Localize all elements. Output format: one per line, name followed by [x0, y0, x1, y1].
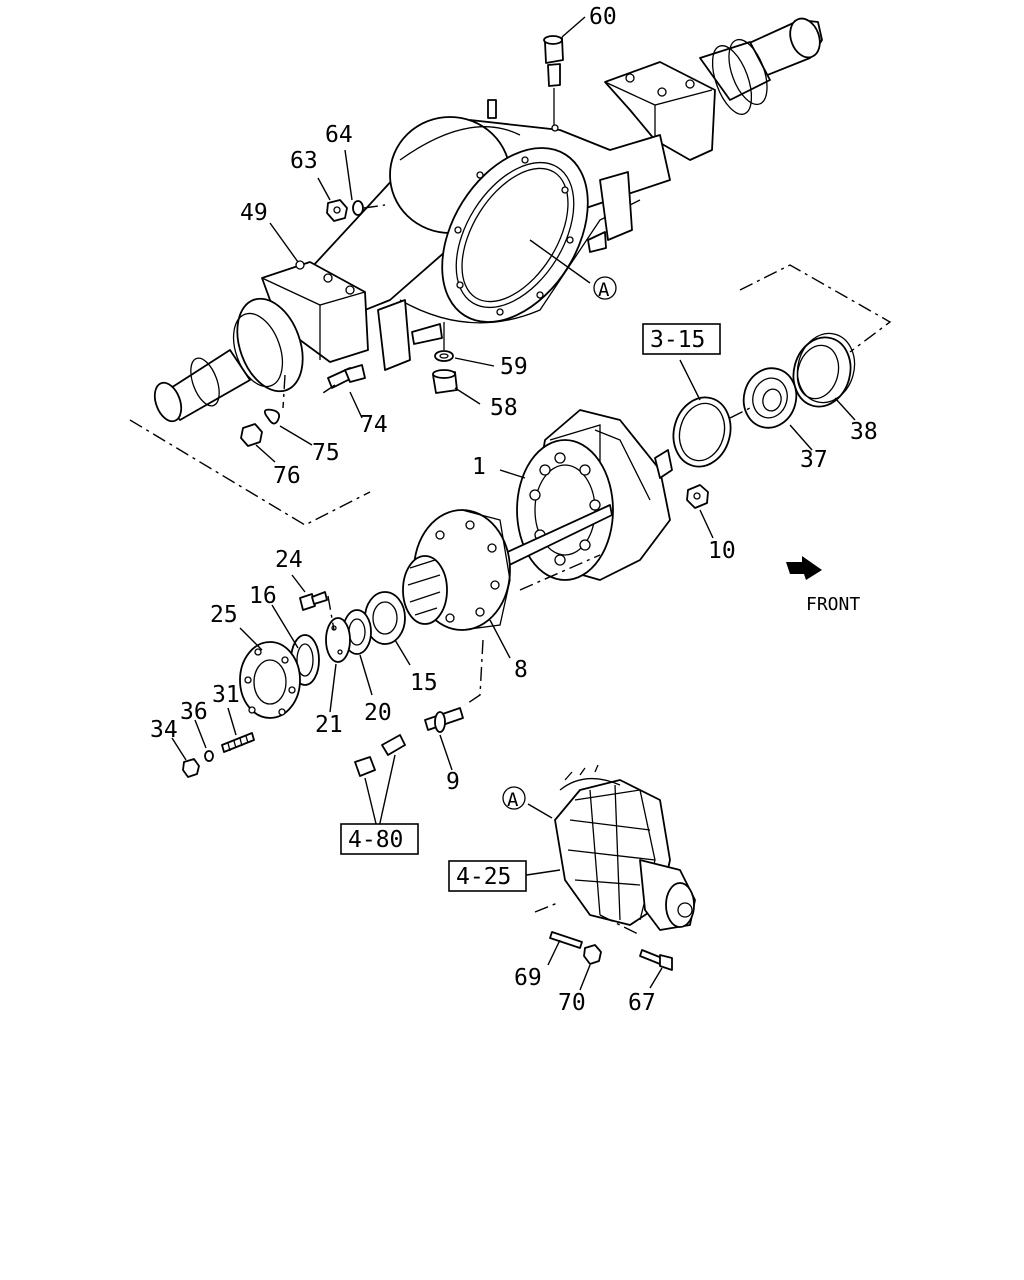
reference-a-circle-top	[593, 276, 617, 300]
callout-a-top: A	[598, 279, 610, 301]
nut-34	[182, 758, 200, 778]
front-arrow-icon	[786, 556, 822, 580]
callout-76: 76	[273, 463, 301, 489]
callout-37: 37	[800, 447, 828, 473]
callout-10: 10	[708, 538, 736, 564]
callout-49: 49	[240, 200, 268, 226]
reference-4-80-label: 4-80	[348, 827, 403, 853]
callout-1: 1	[472, 454, 486, 480]
reference-box-4-25: 4-25	[448, 860, 527, 892]
callout-24: 24	[275, 547, 303, 573]
callout-60: 60	[589, 4, 617, 30]
callout-20: 20	[364, 700, 392, 726]
reference-box-3-15: 3-15	[642, 323, 721, 355]
nut-70	[583, 944, 602, 965]
callout-21: 21	[315, 712, 343, 738]
callout-67: 67	[628, 990, 656, 1016]
washer-36	[204, 750, 214, 762]
reference-box-4-80: 4-80	[340, 823, 419, 855]
brake-drum-1	[516, 409, 673, 581]
front-label: FRONT	[806, 594, 860, 615]
callout-25: 25	[210, 602, 238, 628]
callout-a-bottom: A	[507, 789, 519, 811]
callout-labels: 60 64 63 49 A 59 58 74 75 76 1 10 37 38 …	[150, 4, 878, 1016]
callout-15: 15	[410, 670, 438, 696]
group-boundary-left	[129, 419, 371, 526]
callout-75: 75	[312, 440, 340, 466]
hub-bolt-9	[424, 639, 484, 733]
stud-31	[221, 732, 255, 753]
bearing-37	[742, 367, 798, 429]
callout-34: 34	[150, 717, 178, 743]
callout-8: 8	[514, 657, 528, 683]
bolt-67	[639, 949, 673, 971]
bolt-74	[319, 364, 366, 396]
wheel-nut-4-80	[354, 734, 406, 777]
snap-ring-75	[263, 374, 286, 425]
callout-16: 16	[249, 583, 277, 609]
oil-seal-38	[792, 332, 856, 408]
reference-3-15-label: 3-15	[650, 327, 705, 353]
callout-38: 38	[850, 419, 878, 445]
callout-36: 36	[180, 699, 208, 725]
breather-plug	[543, 35, 564, 125]
bolt-24	[299, 591, 335, 631]
reference-a-circle-bottom	[502, 786, 526, 810]
nut-76	[240, 423, 263, 447]
nut-10	[686, 484, 709, 509]
callout-59: 59	[500, 354, 528, 380]
differential-carrier	[554, 764, 696, 931]
axis-line-upper	[729, 407, 751, 419]
callout-9: 9	[446, 769, 460, 795]
callout-64: 64	[325, 122, 353, 148]
wheel-hub-8	[402, 509, 511, 631]
reference-4-25-label: 4-25	[456, 864, 511, 890]
callout-31: 31	[212, 682, 240, 708]
nut-and-washer-63-64	[326, 199, 386, 222]
callout-74: 74	[360, 412, 388, 438]
stud-69	[549, 931, 583, 949]
axle-housing	[153, 17, 823, 423]
hub-cover-25	[239, 641, 301, 719]
carrier-boundary	[534, 901, 641, 936]
callout-58: 58	[490, 395, 518, 421]
group-boundary-right	[739, 264, 892, 353]
callout-69: 69	[514, 965, 542, 991]
callout-63: 63	[290, 148, 318, 174]
callout-70: 70	[558, 990, 586, 1016]
seal-ring-3-15	[672, 396, 732, 468]
hub-nut-21	[325, 617, 351, 663]
